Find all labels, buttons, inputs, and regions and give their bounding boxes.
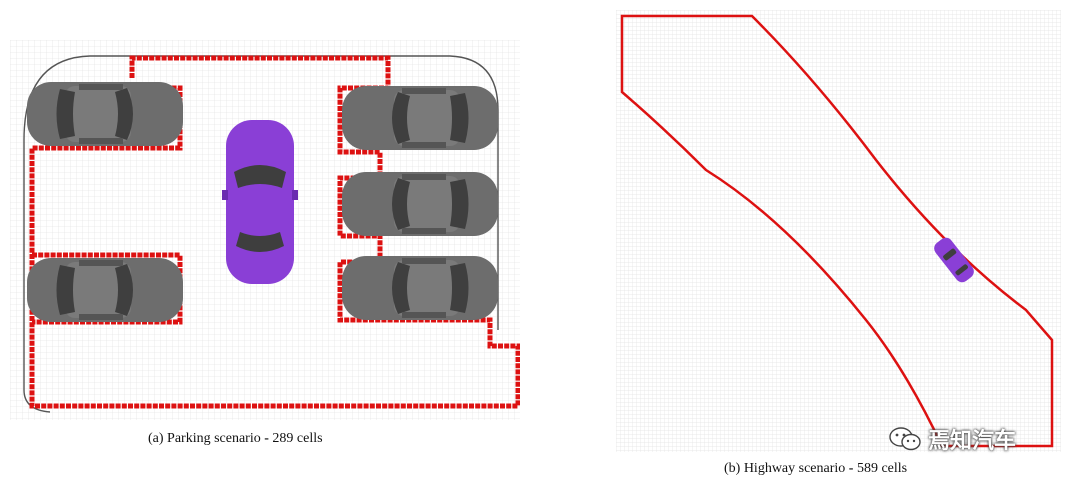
highway-scenario-panel — [616, 10, 1061, 452]
ego-car — [222, 120, 298, 284]
wechat-icon — [889, 427, 921, 451]
caption-highway-count: 589 cells — [856, 461, 908, 476]
caption-parking: (a) Parking scenario - 289 cells — [148, 431, 323, 447]
parking-scenario-figure — [10, 40, 520, 420]
parked-car — [342, 86, 498, 150]
grid-background — [616, 10, 1061, 452]
parked-car — [27, 82, 183, 146]
watermark-text: 焉知汽车 — [928, 429, 1017, 454]
highway-scenario-figure — [616, 10, 1061, 452]
parked-car — [27, 258, 183, 322]
highway-boundary — [620, 14, 1054, 448]
watermark: 焉知汽车 — [888, 424, 1016, 454]
caption-parking-prefix: (a) Parking scenario — [148, 431, 261, 446]
caption-parking-separator: - — [264, 431, 269, 446]
caption-highway-separator: - — [848, 461, 854, 476]
parked-car — [342, 172, 498, 236]
parking-scenario-panel — [10, 40, 520, 420]
ego-car — [934, 237, 974, 283]
caption-highway: (b) Highway scenario - 589 cells — [724, 461, 907, 477]
parked-car — [342, 256, 498, 320]
caption-parking-count: 289 cells — [272, 431, 323, 446]
caption-highway-prefix: (b) Highway scenario — [724, 461, 846, 476]
